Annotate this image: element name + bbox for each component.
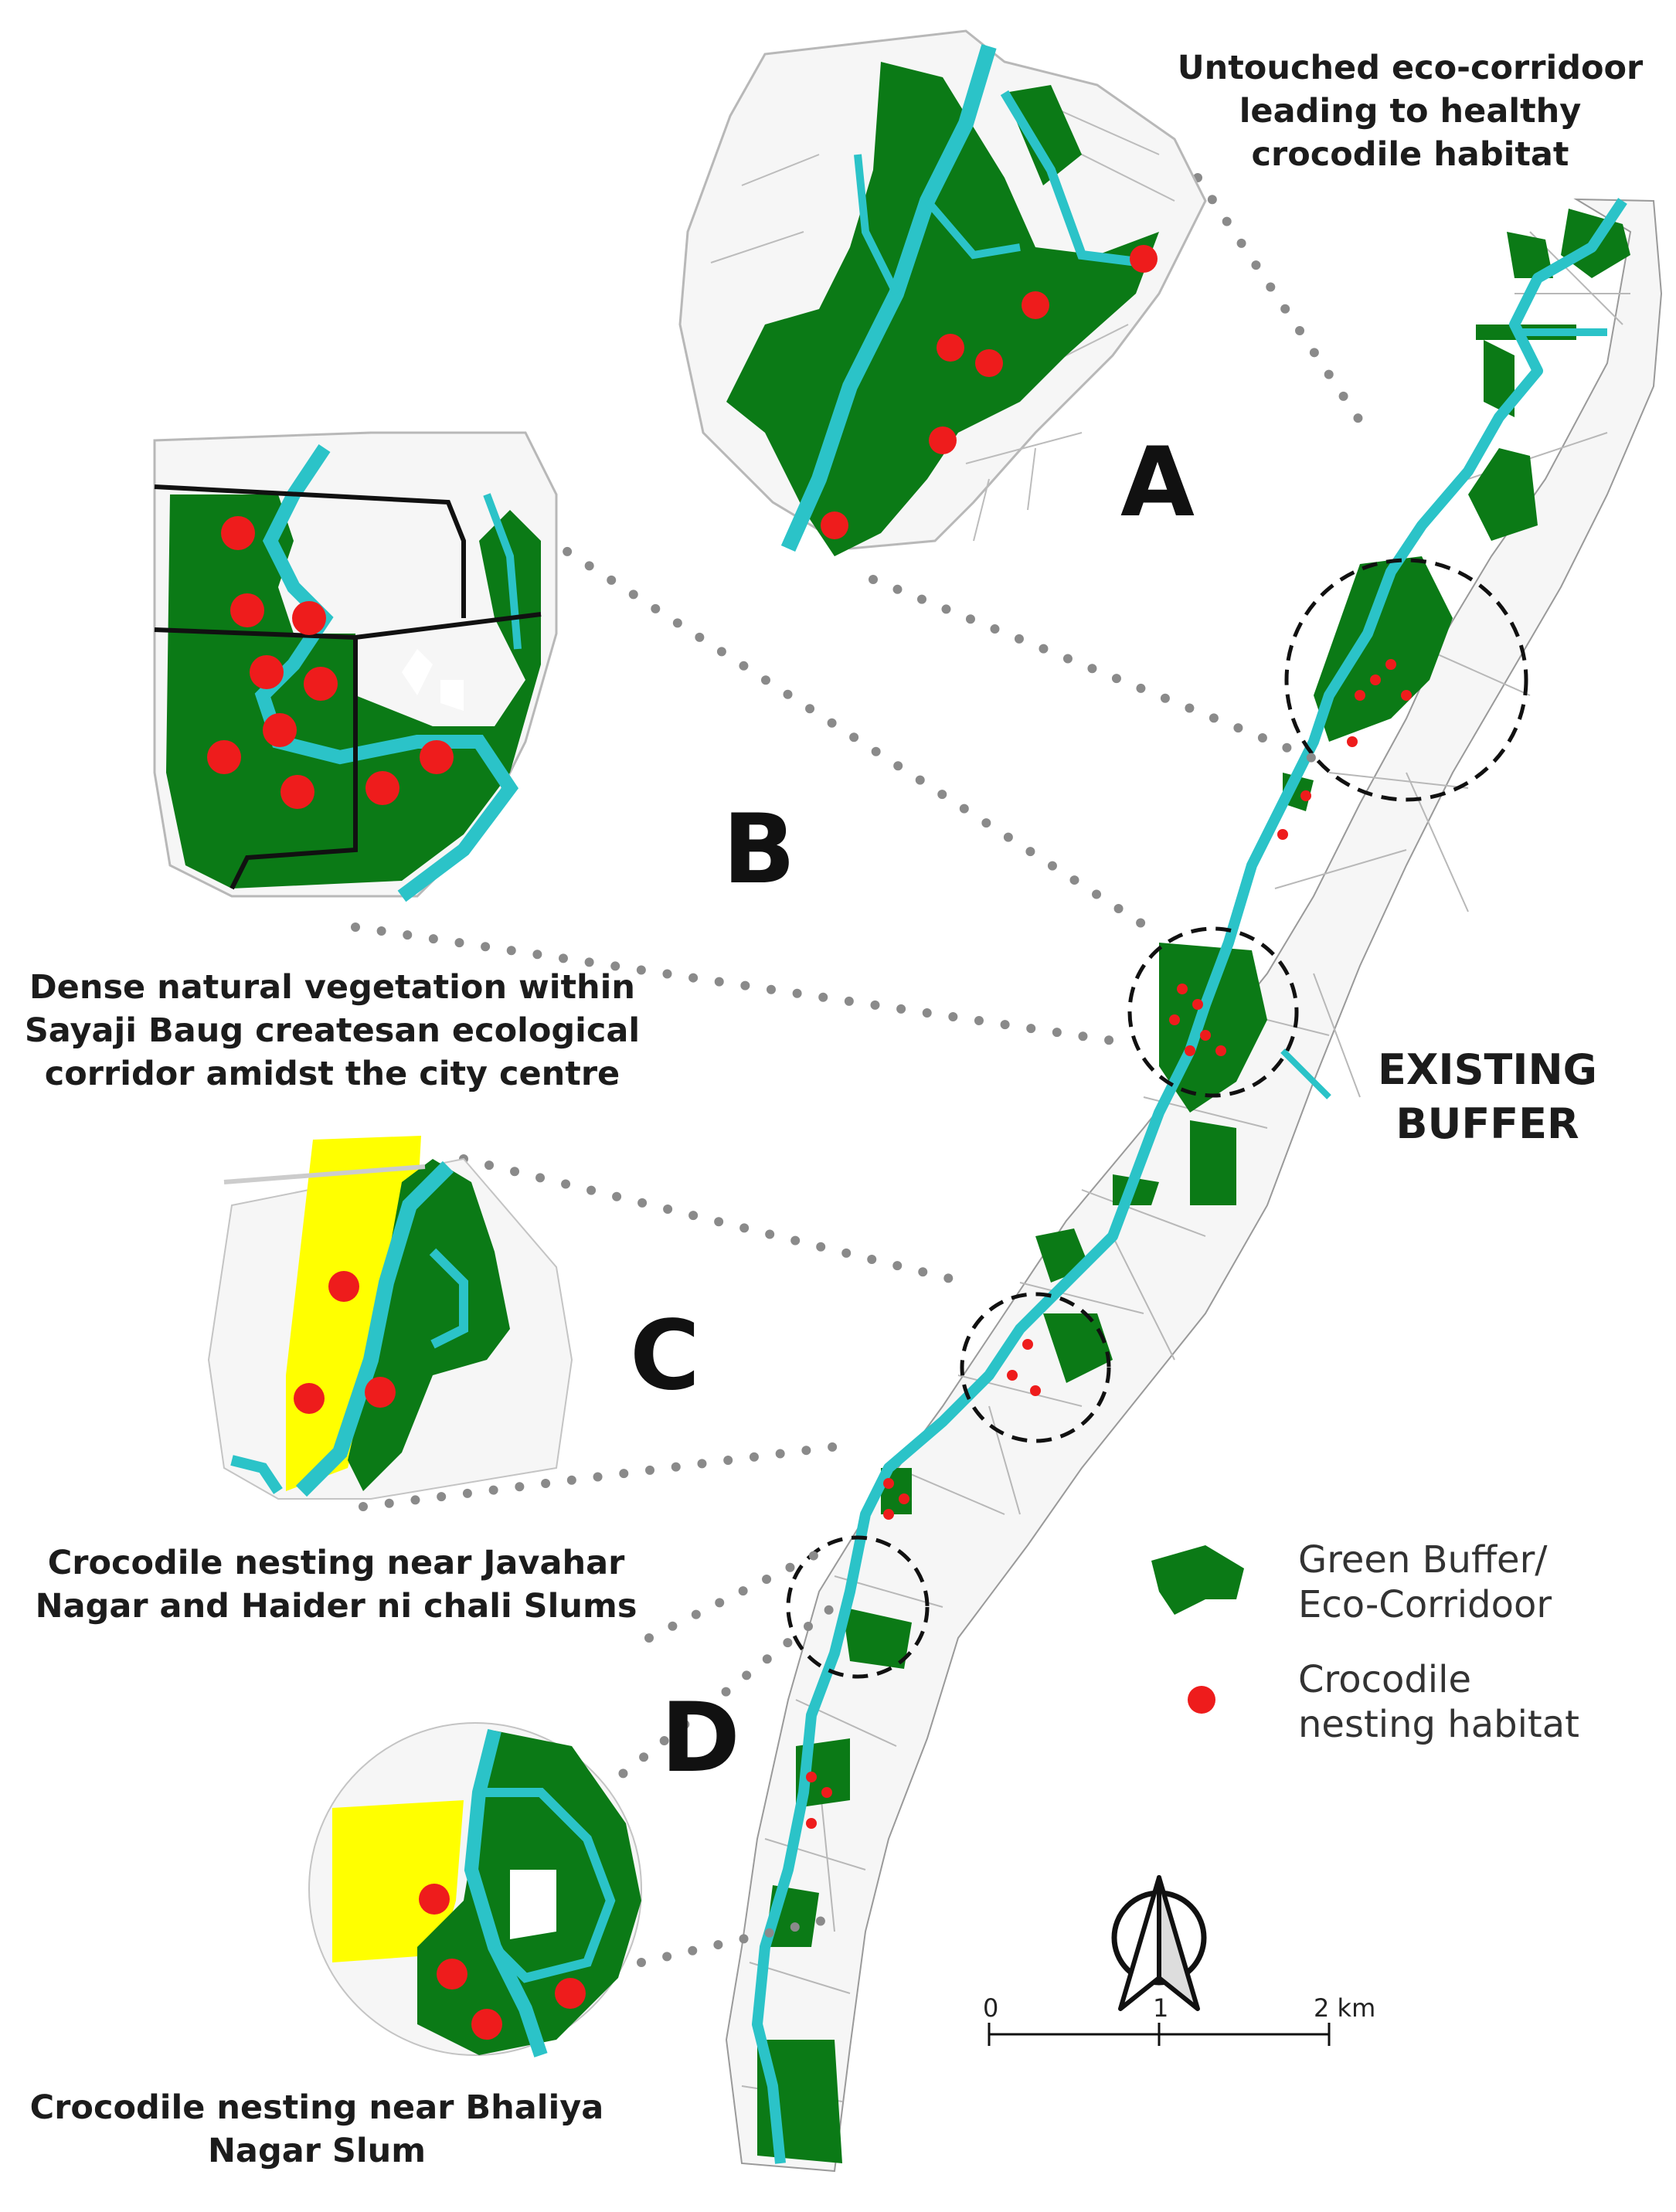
label-a: A	[1120, 427, 1195, 539]
caption-d-line-1: Crocodile nesting near Bhaliya	[29, 2088, 604, 2127]
inset-d-nests	[419, 1884, 586, 2040]
legend-green-line-2: Eco-Corridoor	[1298, 1583, 1552, 1626]
existing-buffer-label: EXISTING BUFFER	[1360, 1043, 1615, 1151]
inset-c-nests	[294, 1271, 396, 1414]
caption-c: Crocodile nesting near Javahar Nagar and…	[15, 1541, 657, 1628]
caption-c-line-1: Crocodile nesting near Javahar	[47, 1544, 625, 1582]
legend-croc-line-2: nesting habitat	[1298, 1703, 1579, 1746]
river-branch	[1280, 1048, 1331, 1099]
inset-d-river	[464, 1728, 548, 2057]
legend-green-line-1: Green Buffer/	[1298, 1538, 1548, 1582]
green-buffer-patches	[757, 209, 1630, 2163]
existing-buffer-line-2: BUFFER	[1396, 1099, 1579, 1148]
caption-b-line-2: Sayaji Baug createsan ecological	[24, 1011, 641, 1050]
inset-a-nests	[821, 245, 1158, 539]
legend-croc-line-1: Crocodile	[1298, 1658, 1471, 1701]
main-nest-markers	[806, 659, 1412, 1829]
legend-nest-swatch	[1188, 1686, 1215, 1714]
label-c: C	[630, 1300, 701, 1412]
inset-a	[678, 29, 1207, 556]
scale-bar	[988, 2023, 1331, 2046]
label-d: D	[661, 1683, 740, 1794]
highlight-circles	[786, 558, 1528, 1679]
legend-green-label: Green Buffer/ Eco-Corridoor	[1298, 1538, 1552, 1627]
river-main	[752, 198, 1627, 2164]
label-b: B	[722, 794, 796, 906]
inset-d	[308, 1722, 642, 2057]
legend-green-swatch	[1151, 1545, 1244, 1615]
inset-b-nests	[207, 516, 454, 809]
existing-buffer-line-1: EXISTING	[1378, 1045, 1597, 1094]
inset-c	[207, 1136, 573, 1500]
leader-lines	[351, 173, 1372, 1967]
caption-b: Dense natural vegetation within Sayaji B…	[15, 966, 649, 1096]
scale-tick-2: 2 km	[1314, 1993, 1376, 2023]
caption-a-line-3: crocodile habitat	[1251, 135, 1569, 174]
scale-tick-0: 0	[983, 1993, 999, 2023]
legend-croc-label: Crocodile nesting habitat	[1298, 1657, 1579, 1747]
caption-b-line-3: corridor amidst the city centre	[44, 1055, 620, 1093]
caption-d-line-2: Nagar Slum	[207, 2132, 427, 2170]
caption-c-line-2: Nagar and Haider ni chali Slums	[35, 1587, 637, 1626]
north-arrow-icon	[1111, 1875, 1207, 2011]
caption-a-line-1: Untouched eco-corridoor	[1177, 49, 1644, 87]
inset-b-roads	[154, 484, 542, 890]
caption-b-line-1: Dense natural vegetation within	[29, 968, 636, 1007]
inset-b	[153, 431, 558, 902]
caption-a-line-2: leading to healthy	[1239, 92, 1582, 131]
scale-tick-1: 1	[1153, 1993, 1169, 2023]
caption-a: Untouched eco-corridoor leading to healt…	[1163, 46, 1657, 176]
caption-d: Crocodile nesting near Bhaliya Nagar Slu…	[15, 2086, 618, 2173]
inset-c-river	[295, 1160, 454, 1497]
